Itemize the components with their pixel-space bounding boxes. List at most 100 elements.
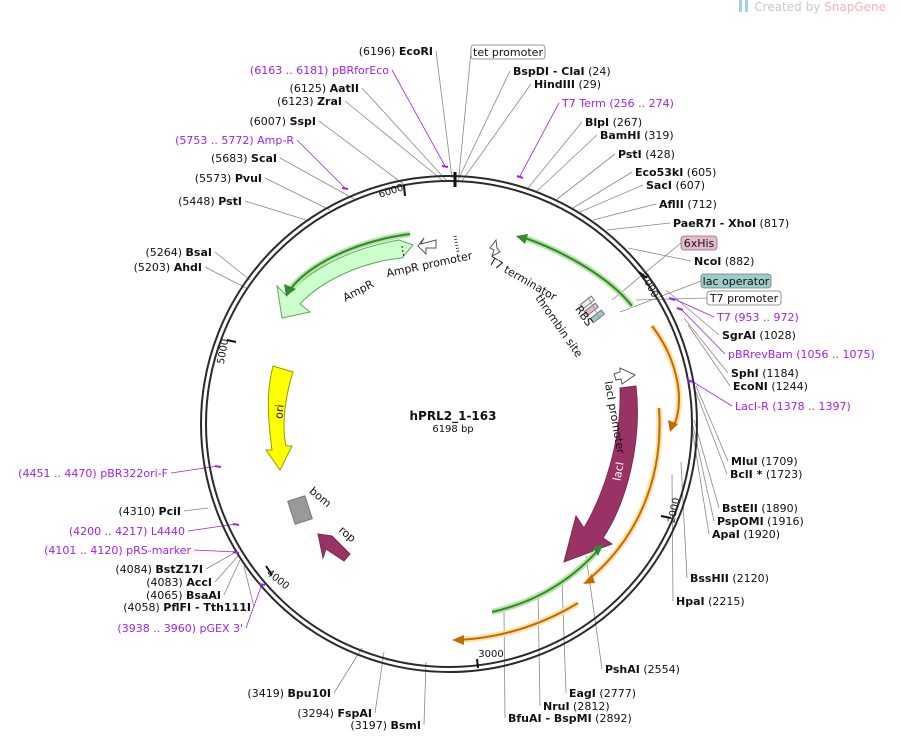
green-orf-bottom (491, 547, 601, 613)
primer-leader (671, 297, 715, 318)
leader-line (693, 419, 720, 509)
feature-arcs (265, 231, 682, 645)
enzyme-label-eagi: EagI (2777) (569, 687, 636, 700)
leader-line (687, 324, 731, 387)
labels: BspDI - ClaI (24)HindIII (29)BlpI (267)B… (18, 44, 875, 732)
ampr-promoter-feature[interactable] (417, 237, 437, 256)
t7-term-mark (453, 235, 460, 253)
primer-label-lacir: LacI-R (1378 .. 1397) (735, 400, 851, 413)
enzyme-label-psti: (5448) PstI (178, 195, 242, 208)
leader-line (279, 157, 357, 201)
primer-label-t7term: T7 Term (256 .. 274) (561, 97, 674, 110)
map-title: hPRL2_1-163 (410, 409, 497, 424)
leader-line (243, 565, 255, 608)
primer-label-l4440: (4200 .. 4217) L4440 (69, 525, 185, 538)
leader-line (683, 317, 729, 374)
leader-line (592, 203, 657, 221)
leader-line (205, 551, 237, 570)
leader-line (435, 50, 453, 179)
enzyme-label-econi: EcoNI (1244) (733, 380, 808, 393)
enzyme-label-mlui: MluI (1709) (731, 455, 798, 468)
leader-line (214, 251, 251, 281)
tick-label-2000: 2000 (667, 497, 683, 524)
enzyme-label-ecori: (6196) EcoRI (359, 45, 433, 58)
leader-line (361, 87, 447, 181)
feature-label-t7-terminator: T7 terminator (486, 254, 559, 304)
tick-label-1000: 1000 (638, 272, 660, 300)
enzyme-label-pspomi: PspOMI (1916) (717, 515, 804, 528)
enzyme-label-bstz17i: (4084) BstZ17I (115, 563, 203, 576)
svg-text:tet promoter: tet promoter (473, 46, 543, 59)
feature-label-laci: lacI (610, 461, 626, 482)
rop-feature[interactable] (317, 533, 351, 562)
enzyme-label-sspi: (6007) SspI (249, 115, 316, 128)
t7-terminator-feature[interactable] (489, 238, 501, 257)
laci-feature[interactable] (563, 385, 638, 563)
enzyme-label-fspai: (3294) FspAI (297, 707, 372, 720)
leader-line (461, 83, 532, 182)
leader-line (680, 461, 688, 579)
feature-label-bom: bom (307, 484, 334, 510)
green-orf-bottom-arrowhead (593, 544, 603, 556)
enzyme-label-aatii: (6125) AatII (290, 82, 359, 95)
enzyme-label-paer7i: PaeR7I - XhoI (817) (673, 217, 789, 230)
leader-line (691, 427, 710, 535)
boxed-label-t7-promoter: T7 promoter (706, 290, 782, 306)
enzyme-label-ncoi: NcoI (882) (694, 255, 754, 268)
enzyme-label-scai: (5683) ScaI (211, 152, 277, 165)
leader-line (555, 153, 616, 201)
leader-line (695, 391, 728, 475)
enzyme-label-zrai: (6123) ZraI (277, 95, 342, 108)
enzyme-label-pshai: PshAI (2554) (605, 663, 680, 676)
bom-feature[interactable] (287, 495, 313, 525)
green-orf-top-arrowhead (516, 234, 528, 244)
primer-label-t7: T7 (953 .. 972) (716, 311, 799, 324)
ori-feature[interactable] (265, 365, 294, 471)
orange-orf-3-arrowhead (452, 635, 464, 645)
ampr-feature[interactable] (276, 239, 414, 319)
enzyme-label-psti: PstI (428) (618, 148, 675, 161)
enzyme-label-pvui: (5573) PvuI (195, 172, 262, 185)
tick-label-4000: 4000 (264, 568, 291, 592)
enzyme-label-bsteii: BstEII (1890) (722, 502, 798, 515)
primer-mark (686, 379, 694, 383)
leader-line (671, 473, 674, 602)
leader-line (458, 51, 472, 176)
enzyme-label-pcii: (4310) PciI (118, 505, 181, 518)
svg-text:T7 promoter: T7 promoter (709, 292, 779, 305)
orange-orf-1-glow (649, 324, 682, 428)
watermark-brand: SnapGene (824, 0, 886, 14)
leader-line (318, 120, 407, 187)
primer-mark (441, 165, 449, 168)
orange-orf-3-glow (457, 600, 580, 643)
boxed-label-tet-promoter: tet promoter (470, 44, 546, 60)
tick-mark (638, 271, 648, 279)
feature-label-ampr: AmpR (341, 277, 376, 304)
tick-label-3000: 3000 (478, 649, 503, 660)
tick-label-5000: 5000 (216, 338, 231, 365)
primer-mark (258, 583, 266, 586)
snapgene-logo-icon (739, 0, 749, 12)
label-leaders (170, 50, 733, 726)
leader-line (344, 100, 443, 181)
leader-line (264, 177, 331, 211)
primer-label-pbrrevbam: pBRrevBam (1056 .. 1075) (728, 348, 875, 361)
primer-mark (232, 523, 240, 526)
leader-line (695, 385, 729, 462)
enzyme-label-nrui: NruI (2812) (543, 700, 610, 713)
primer-label-prsmarker: (4101 .. 4120) pRS-marker (44, 544, 191, 557)
enzyme-label-aflii: AflII (712) (659, 198, 717, 211)
leader-line (611, 242, 682, 301)
enzyme-label-hpai: HpaI (2215) (676, 595, 745, 608)
enzyme-label-saci: SacI (607) (646, 179, 705, 192)
primer-leader (689, 379, 733, 407)
ampr-orf-arrowhead (284, 284, 296, 296)
backbone-inner-ring (205, 180, 693, 668)
primer-marks (214, 165, 694, 586)
leader-line (223, 559, 241, 596)
laci-promoter-feature[interactable] (613, 367, 637, 385)
leader-line (423, 661, 427, 726)
leader-line (244, 200, 307, 221)
enzyme-label-bfuai: BfuAI - BspMI (2892) (508, 712, 632, 725)
leader-line (535, 134, 598, 193)
